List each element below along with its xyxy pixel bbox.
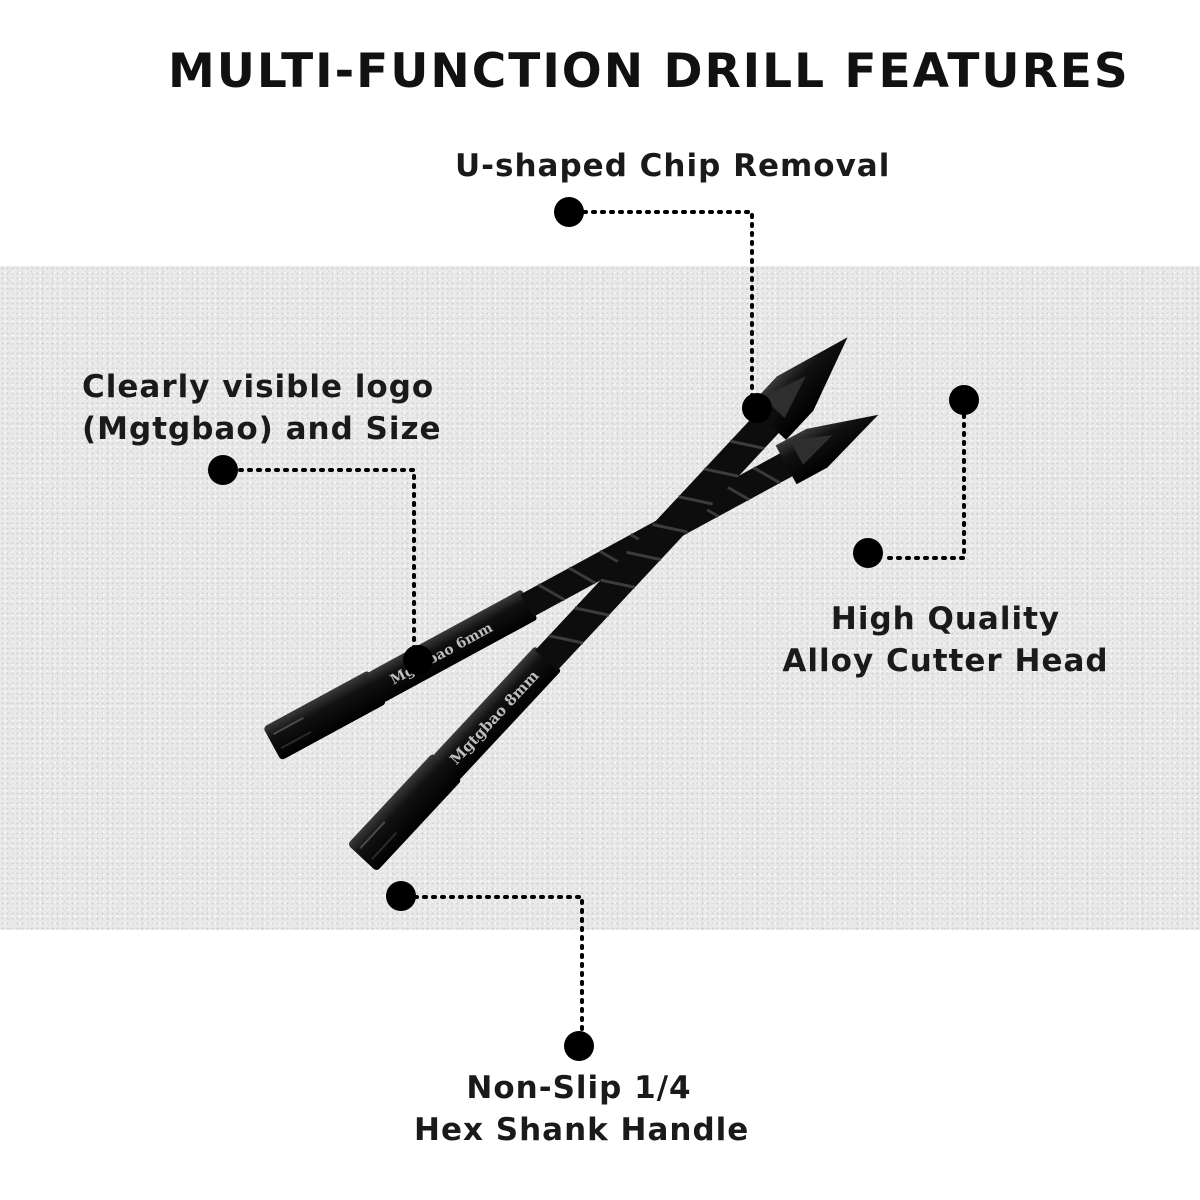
callout-dot-logo-top <box>208 455 238 485</box>
shank-6mm <box>368 590 537 702</box>
callout-alloy-head: High Quality Alloy Cutter Head <box>778 598 1113 682</box>
callout-logo: Clearly visible logo (Mgtgbao) and Size <box>82 366 442 450</box>
callout-alloy-line2: Alloy Cutter Head <box>782 643 1109 679</box>
flute-8mm <box>535 408 783 671</box>
callout-hex-shank: Non-Slip 1/4 Hex Shank Handle <box>414 1067 750 1151</box>
drill-bit-6mm: Mgtgbao 6mm <box>264 414 879 760</box>
callout-dot-hex-bottom <box>564 1031 594 1061</box>
engraving-8mm: Mgtgbao 8mm <box>446 667 543 769</box>
callout-chip-removal: U-shaped Chip Removal <box>455 145 890 187</box>
page-title: MULTI-FUNCTION DRILL FEATURES <box>168 44 1130 99</box>
hex-shank-8mm <box>349 754 461 870</box>
leader-chip-removal <box>582 210 754 407</box>
leader-alloy-head <box>883 413 966 560</box>
hex-shank-6mm <box>264 671 386 760</box>
callout-dot-logo-bit <box>403 645 433 675</box>
drill-bit-8mm: Mgtgbao 8mm <box>349 337 848 870</box>
cutter-head-6mm <box>775 414 879 485</box>
callout-dot-alloy-top <box>949 385 979 415</box>
leader-hex-shank <box>413 895 584 1047</box>
callout-dot-chip-top <box>554 197 584 227</box>
callout-alloy-line1: High Quality <box>830 601 1061 637</box>
callout-logo-line2: (Mgtgbao) and Size <box>82 411 442 447</box>
shank-8mm <box>433 647 561 780</box>
callout-chip-removal-text: U-shaped Chip Removal <box>455 148 891 184</box>
callout-hex-line1: Non-Slip 1/4 <box>466 1070 692 1106</box>
callout-dot-hex-bit <box>386 881 416 911</box>
callout-dot-chip-bit <box>742 393 772 423</box>
callout-hex-line2: Hex Shank Handle <box>414 1112 750 1148</box>
callout-dot-alloy-bit <box>853 538 883 568</box>
callout-logo-line1: Clearly visible logo <box>82 369 435 405</box>
leader-logo <box>238 468 416 662</box>
